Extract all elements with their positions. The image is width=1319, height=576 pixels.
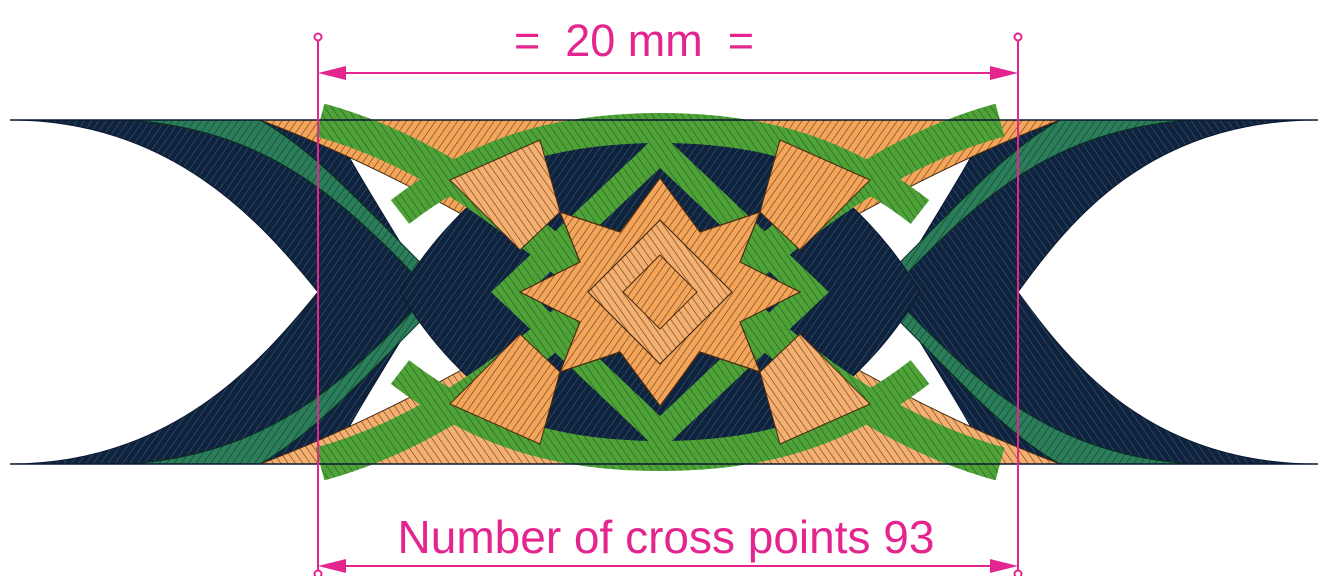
orange-petal-ne (759, 139, 871, 251)
knot-top-left (313, 32, 323, 42)
arrowhead-top-left (318, 66, 346, 80)
knot-bottom-right (1013, 569, 1023, 576)
green-diamond (491, 132, 829, 452)
orange-petal-sw (449, 333, 561, 445)
dimension-annotations: = 20 mm = Number of cross points 93 (313, 15, 1023, 576)
arrowhead-bottom-left (318, 559, 346, 573)
green-arc-top (390, 112, 930, 224)
knot-bottom-left (313, 569, 323, 576)
orange-petal-nw (449, 139, 561, 251)
knot-top-right (1013, 32, 1023, 42)
inner-diamond-core (622, 254, 698, 330)
green-arc-bottom (390, 360, 930, 472)
orange-petal-se (759, 333, 871, 445)
band-right-navy (889, 119, 1319, 465)
arrowhead-bottom-right (990, 559, 1018, 573)
band-left-navy (9, 119, 431, 465)
dimension-label-bottom: Number of cross points 93 (398, 511, 935, 563)
arrowhead-top-right (990, 66, 1018, 80)
dimension-label-top: = 20 mm = (514, 15, 754, 66)
woven-band (9, 103, 1319, 481)
